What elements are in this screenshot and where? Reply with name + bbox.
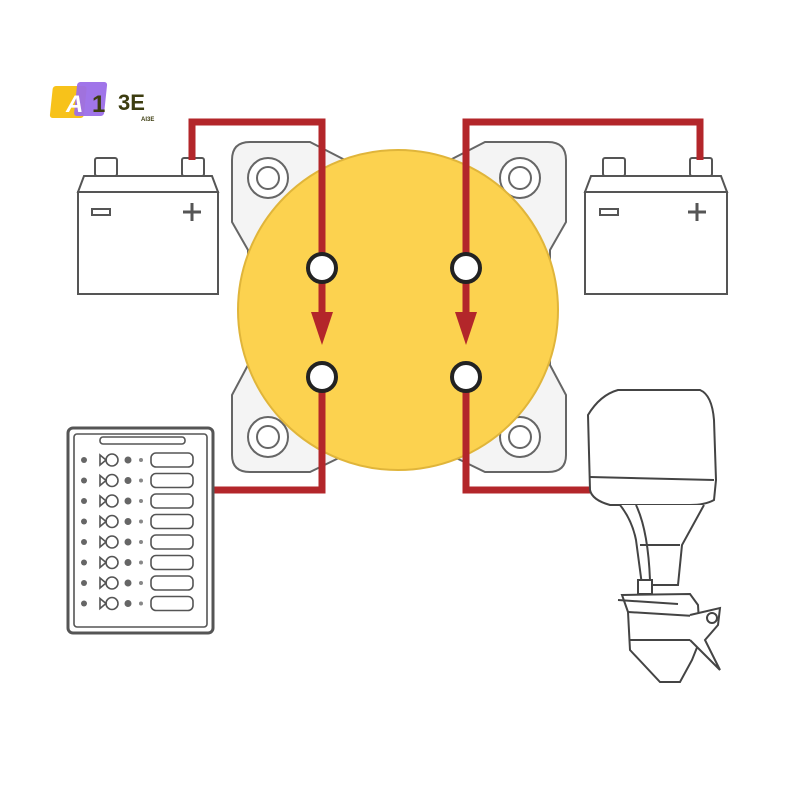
logo-letter-1: 1 bbox=[92, 91, 105, 118]
logo: A 1 3E AI3E bbox=[49, 82, 154, 123]
terminal-in-left bbox=[306, 252, 338, 284]
terminal-in-right bbox=[450, 252, 482, 284]
battery-left bbox=[76, 157, 220, 295]
panel-switch-row bbox=[81, 554, 194, 571]
wire-switch-to-motor bbox=[462, 377, 590, 494]
terminal-out-left bbox=[306, 361, 338, 393]
wire-battery-right-to-switch bbox=[462, 118, 704, 268]
wires bbox=[188, 118, 704, 494]
breaker-panel bbox=[66, 426, 215, 635]
wire-battery-left-to-switch bbox=[188, 118, 326, 268]
flow-arrow-icon bbox=[455, 312, 477, 345]
panel-switch-row bbox=[81, 595, 194, 612]
panel-switch-row bbox=[81, 575, 194, 591]
mounting-hole bbox=[499, 416, 541, 458]
panel-switch-row bbox=[81, 472, 194, 489]
mounting-hole bbox=[247, 416, 289, 458]
flow-arrow-icon bbox=[311, 312, 333, 345]
panel-switch-row bbox=[81, 534, 194, 550]
battery-right bbox=[583, 157, 729, 295]
battery-switch bbox=[231, 141, 567, 473]
mounting-hole bbox=[247, 157, 289, 199]
switch-face bbox=[237, 149, 559, 471]
mounting-hole bbox=[499, 157, 541, 199]
logo-subtext: AI3E bbox=[141, 117, 154, 123]
logo-letter-a: A bbox=[65, 91, 83, 118]
panel-switch-row bbox=[81, 452, 194, 468]
logo-letters-e: 3E bbox=[118, 90, 145, 115]
panel-switch-row bbox=[81, 493, 194, 509]
wire-switch-to-panel bbox=[213, 377, 326, 494]
outboard-motor bbox=[586, 389, 722, 683]
panel-switch-row bbox=[81, 513, 194, 530]
terminal-out-right bbox=[450, 361, 482, 393]
